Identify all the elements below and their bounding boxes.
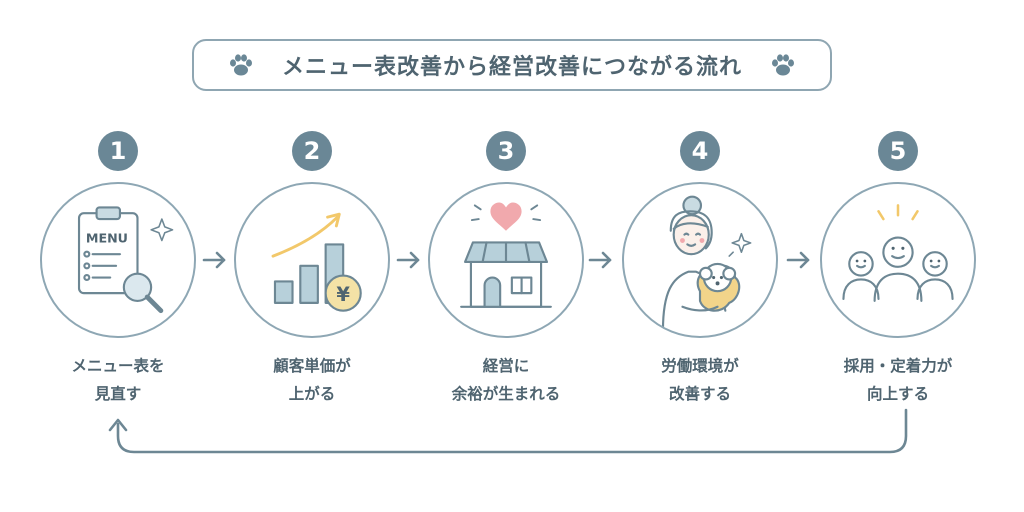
step-4-circle: [622, 182, 778, 338]
step-2-label-line2: 上がる: [288, 385, 336, 403]
step-3-badge: 3: [486, 131, 526, 171]
step-1-circle: MENU: [40, 182, 196, 338]
step-3-label-line1: 経営に: [482, 357, 530, 375]
clipboard-menu-icon: MENU: [77, 206, 174, 314]
step-4-label-line2: 改善する: [668, 385, 731, 403]
step-3-label-line2: 余裕が生まれる: [451, 385, 561, 403]
step-3-label: 経営に 余裕が生まれる: [416, 352, 596, 408]
paw-icon: [229, 54, 252, 76]
step-2-label: 顧客単価が 上がる: [222, 352, 402, 408]
title-banner: メニュー表改善から経営改善につながる流れ: [192, 39, 832, 91]
yen-symbol: ¥: [336, 283, 350, 306]
arrow-right-icon: [588, 251, 612, 269]
step-4-label: 労働環境が 改善する: [610, 352, 790, 408]
step-2-circle: ¥: [234, 182, 390, 338]
diagram-title: メニュー表改善から経営改善につながる流れ: [281, 55, 742, 80]
step-5-label-line1: 採用・定着力が: [843, 357, 953, 375]
happy-team-icon: [842, 204, 954, 302]
step-5-badge: 5: [878, 131, 918, 171]
rising-bar-chart-icon: ¥: [271, 212, 362, 312]
step-4-badge: 4: [680, 131, 720, 171]
arrow-right-icon: [396, 251, 420, 269]
step-1-label-line2: 見直す: [94, 385, 142, 403]
step-5-label-line2: 向上する: [866, 385, 929, 403]
arrow-right-icon: [202, 251, 226, 269]
step-4-label-line1: 労働環境が: [661, 357, 739, 375]
step-5-label: 採用・定着力が 向上する: [808, 352, 988, 408]
woman-holding-dog-icon: [661, 195, 752, 332]
step-2-label-line1: 顧客単価が: [273, 357, 351, 375]
arrow-right-icon: [786, 251, 810, 269]
step-2-badge: 2: [292, 131, 332, 171]
step-1-label: メニュー表を 見直す: [28, 352, 208, 408]
step-1-label-line1: メニュー表を: [71, 357, 165, 375]
step-5-circle: [820, 182, 976, 338]
shop-with-heart-icon: [460, 202, 552, 308]
step-3-circle: [428, 182, 584, 338]
paw-icon: [772, 54, 794, 76]
step-1-badge: 1: [98, 131, 138, 171]
menu-text: MENU: [86, 230, 128, 245]
